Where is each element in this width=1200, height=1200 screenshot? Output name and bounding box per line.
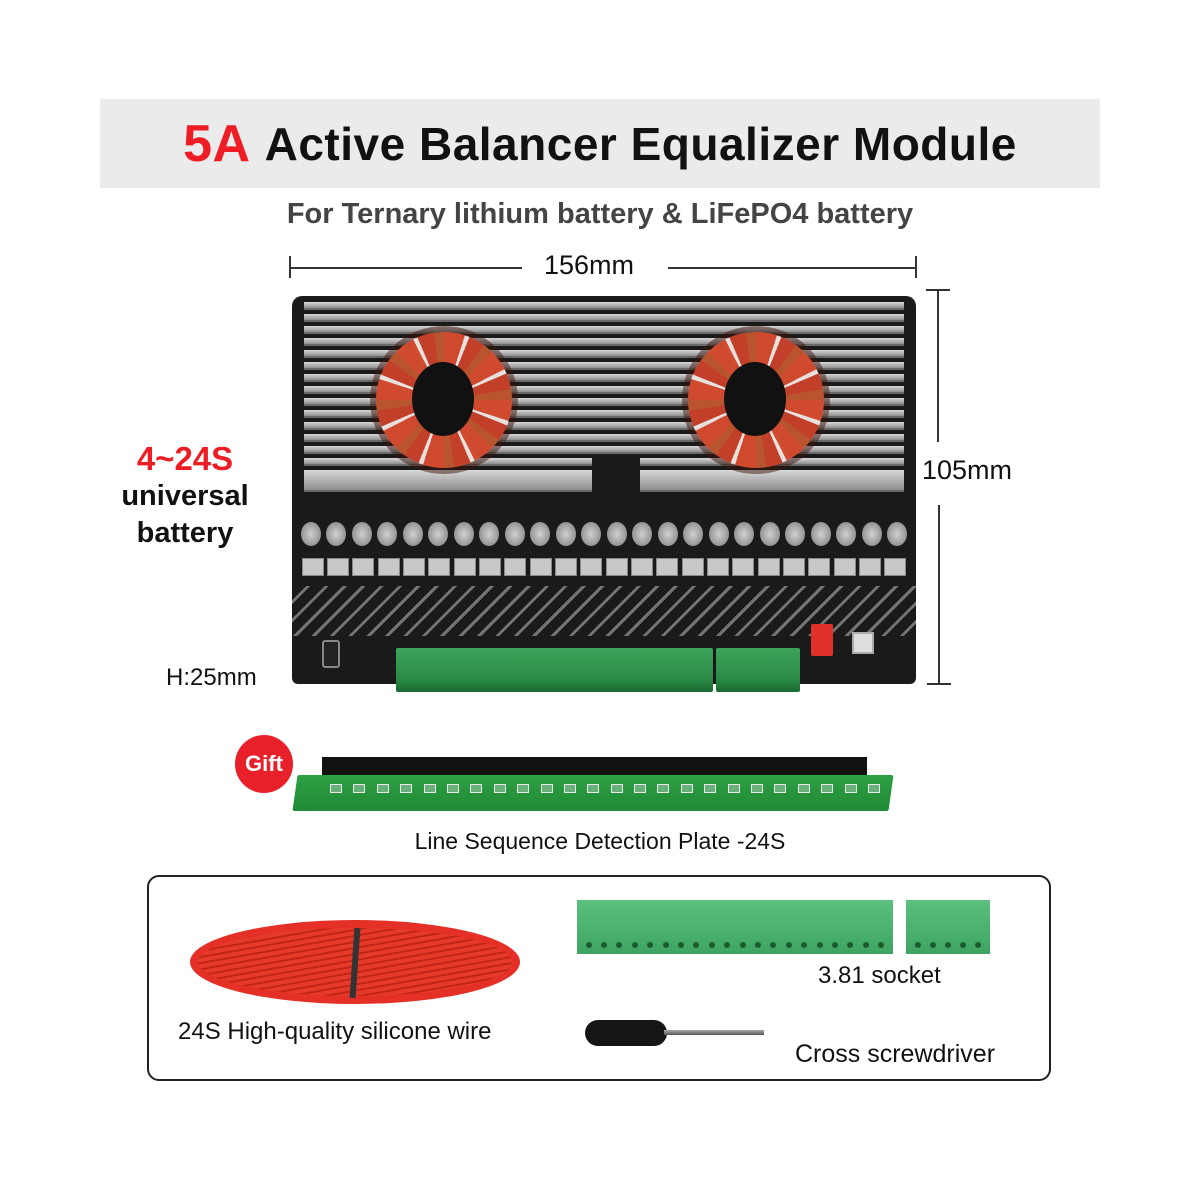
- terminal-block-small: [716, 648, 800, 692]
- height-dim-line-bottom: [938, 505, 940, 683]
- terminal-block-main: [396, 648, 713, 692]
- balancer-board-image: [292, 296, 916, 684]
- screwdriver-shaft: [664, 1030, 764, 1035]
- toroid-inductor-right: [688, 332, 824, 468]
- square-button: [852, 632, 874, 654]
- title-text: Active Balancer Equalizer Module: [264, 117, 1017, 170]
- thickness-label: H:25mm: [166, 664, 257, 691]
- detection-plate-caption: Line Sequence Detection Plate -24S: [414, 828, 786, 854]
- height-dim-line-top: [937, 290, 939, 442]
- capacitor-row: [292, 522, 916, 552]
- height-dim-bottom-tick: [927, 683, 951, 685]
- dip-switch: [811, 624, 833, 656]
- header-banner: 5A Active Balancer Equalizer Module: [100, 99, 1100, 188]
- compat-line-2: battery: [136, 517, 234, 549]
- tactile-button: [322, 640, 340, 668]
- socket-strip-small: [906, 900, 990, 954]
- mosfet-row: [292, 558, 916, 580]
- width-dim-right-tick: [915, 256, 917, 278]
- subtitle: For Ternary lithium battery & LiFePO4 ba…: [286, 198, 914, 230]
- gift-badge: Gift: [235, 735, 293, 793]
- heatsink: [304, 302, 904, 494]
- pin-header: [322, 757, 867, 779]
- title-highlight: 5A: [183, 114, 251, 173]
- height-dim-top-tick: [926, 289, 950, 291]
- led-row: [330, 784, 880, 794]
- screwdriver-handle: [585, 1020, 667, 1046]
- compat-line-1: universal: [121, 480, 249, 512]
- width-dim-line-left: [290, 267, 522, 269]
- cell-range-label: 4~24S: [136, 440, 234, 477]
- height-dimension-label: 105mm: [922, 455, 1013, 485]
- gift-badge-text: Gift: [245, 751, 283, 776]
- width-dim-left-tick: [289, 256, 291, 278]
- toroid-inductor-left: [376, 332, 512, 468]
- width-dim-line-right: [668, 267, 916, 269]
- width-dimension-label: 156mm: [544, 250, 635, 280]
- wire-label: 24S High-quality silicone wire: [178, 1018, 492, 1045]
- socket-strip-large: [577, 900, 893, 954]
- page-title: 5A Active Balancer Equalizer Module: [100, 99, 1100, 188]
- socket-label: 3.81 socket: [818, 962, 941, 989]
- accessories-box: [147, 875, 1051, 1081]
- screwdriver-label: Cross screwdriver: [795, 1040, 996, 1068]
